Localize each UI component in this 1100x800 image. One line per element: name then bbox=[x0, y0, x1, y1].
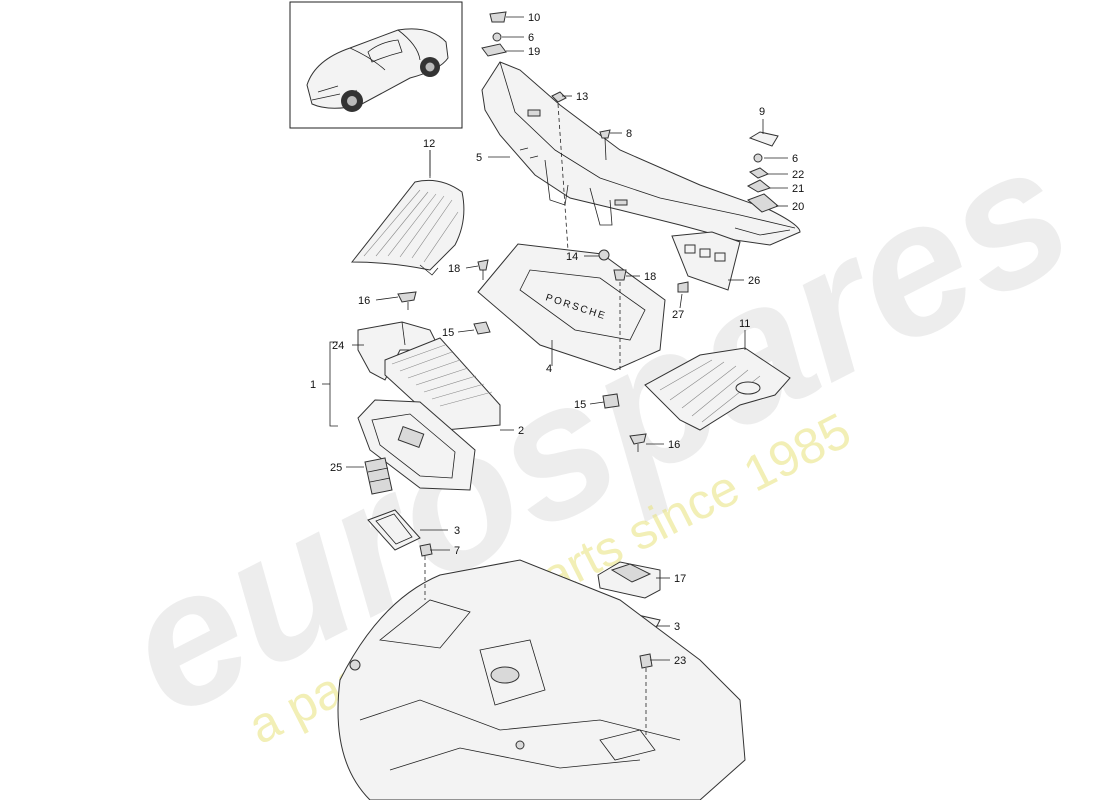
callout-13: 13 bbox=[576, 91, 588, 103]
callout-23: 23 bbox=[674, 655, 686, 667]
callout-5: 5 bbox=[476, 152, 482, 164]
part-11-side-cover bbox=[644, 347, 791, 431]
callout-19: 19 bbox=[528, 46, 540, 58]
callout-labels: 10 6 19 13 8 5 9 6 22 21 20 12 14 18 18 … bbox=[310, 12, 804, 667]
callout-1: 1 bbox=[310, 379, 316, 391]
callout-16: 16 bbox=[668, 439, 680, 451]
callout-3: 3 bbox=[674, 621, 680, 633]
callout-22: 22 bbox=[792, 169, 804, 181]
group-bracket-1 bbox=[322, 341, 338, 427]
callout-12: 12 bbox=[423, 138, 435, 150]
callout-17: 17 bbox=[674, 573, 686, 585]
callout-21: 21 bbox=[792, 183, 804, 195]
part-26-bracket bbox=[671, 231, 741, 291]
part-2-filter-element bbox=[384, 337, 501, 431]
callout-4: 4 bbox=[546, 363, 552, 375]
callout-3: 3 bbox=[454, 525, 460, 537]
callout-27: 27 bbox=[672, 309, 684, 321]
body-structure bbox=[337, 559, 746, 800]
callout-26: 26 bbox=[748, 275, 760, 287]
callout-14: 14 bbox=[566, 251, 578, 263]
callout-2: 2 bbox=[518, 425, 524, 437]
part-1-housing-base bbox=[357, 399, 476, 491]
vehicle-thumbnail bbox=[289, 1, 463, 129]
part-17-cover bbox=[597, 561, 661, 599]
callout-15: 15 bbox=[442, 327, 454, 339]
leader-lines bbox=[346, 16, 788, 661]
callout-24: 24 bbox=[332, 340, 344, 352]
callout-25: 25 bbox=[330, 462, 342, 474]
callout-20: 20 bbox=[792, 201, 804, 213]
callout-16: 16 bbox=[358, 295, 370, 307]
part-24-filter-cover bbox=[357, 321, 441, 381]
callout-7: 7 bbox=[454, 545, 460, 557]
callout-18: 18 bbox=[448, 263, 460, 275]
callout-6: 6 bbox=[528, 32, 534, 44]
callout-8: 8 bbox=[626, 128, 632, 140]
callout-6: 6 bbox=[792, 153, 798, 165]
callout-11: 11 bbox=[739, 318, 750, 330]
small-fasteners bbox=[397, 11, 779, 735]
callout-15: 15 bbox=[574, 399, 586, 411]
callout-18: 18 bbox=[644, 271, 656, 283]
part-5-cowl-panel bbox=[481, 61, 801, 246]
part-12-side-cover bbox=[350, 150, 465, 276]
part-25-clip bbox=[364, 457, 393, 495]
callout-10: 10 bbox=[528, 12, 540, 24]
callout-9: 9 bbox=[759, 106, 765, 118]
part-3-seal-upper bbox=[367, 509, 421, 551]
